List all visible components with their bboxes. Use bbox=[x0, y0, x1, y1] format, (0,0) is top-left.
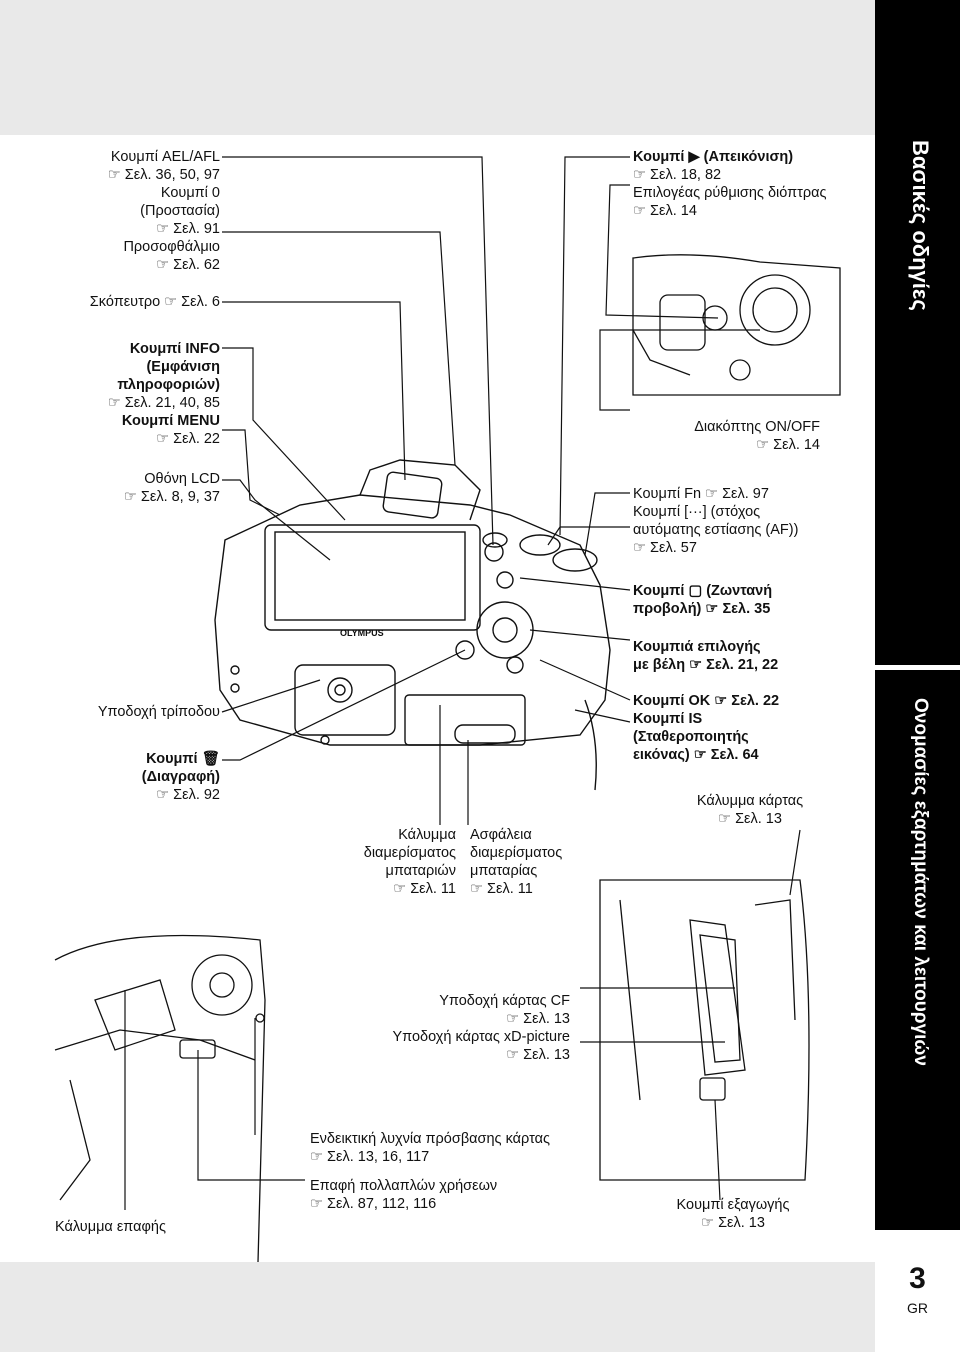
side-tab-basic-label: Βασικές οδηγίες bbox=[908, 140, 933, 311]
label-line: Υποδοχή κάρτας xD-picture bbox=[392, 1029, 570, 1045]
label-eject-button: Κουμπί εξαγωγής ☞ Σελ. 13 bbox=[668, 1196, 798, 1232]
camera-brand-text: OLYMPUS bbox=[340, 628, 384, 638]
label-line: Κάλυμμα bbox=[398, 827, 456, 843]
label-line: Κουμπί MENU bbox=[121, 413, 220, 429]
page-number: 3 bbox=[909, 1262, 926, 1295]
label-line: ☞ Σελ. 21, 40, 85 bbox=[107, 395, 220, 411]
label-line: ☞ Σελ. 11 bbox=[470, 881, 533, 897]
label-card-access-lamp: Ενδεικτική λυχνία πρόσβασης κάρτας ☞ Σελ… bbox=[310, 1130, 550, 1166]
side-tab-names: Ονομασίες εξαρτημάτων και λειτουργιών bbox=[875, 670, 960, 1230]
label-line: ☞ Σελ. 13 bbox=[506, 1011, 570, 1027]
label-line: Κουμπιά επιλογής bbox=[633, 639, 761, 655]
label-line: Κάλυμμα κάρτας bbox=[696, 793, 804, 809]
label-line: πληροφοριών) bbox=[117, 377, 220, 393]
label-line: αυτόματης εστίασης (AF)) bbox=[633, 522, 799, 538]
label-fn-af-group: Κουμπί Fn ☞ Σελ. 97 Κουμπί [···] (στόχος… bbox=[633, 485, 798, 557]
label-line: Υποδοχή τρίποδου bbox=[97, 704, 220, 720]
label-line: Επιλογέας ρύθμισης διόπτρας bbox=[633, 185, 827, 201]
label-line: Οθόνη LCD bbox=[144, 471, 220, 487]
label-line: Κουμπί IS bbox=[633, 711, 703, 727]
label-viewfinder: Σκόπευτρο ☞ Σελ. 6 bbox=[90, 293, 220, 311]
label-multi-connector: Επαφή πολλαπλών χρήσεων ☞ Σελ. 87, 112, … bbox=[310, 1177, 497, 1213]
label-line: (Σταθεροποιητής bbox=[633, 729, 749, 745]
label-line: ☞ Σελ. 87, 112, 116 bbox=[310, 1196, 437, 1212]
label-line: Κουμπί 0 bbox=[160, 185, 220, 201]
label-battery-cover: Κάλυμμα διαμερίσματος μπαταριών ☞ Σελ. 1… bbox=[364, 826, 456, 898]
label-line: προβολή) ☞ Σελ. 35 bbox=[633, 601, 771, 617]
label-line: Διακόπτης ON/OFF bbox=[694, 419, 820, 435]
label-card-cover: Κάλυμμα κάρτας ☞ Σελ. 13 bbox=[690, 792, 810, 828]
label-line: Κουμπί Fn ☞ Σελ. 97 bbox=[633, 486, 769, 502]
label-live-view: Κουμπί ▢ (Ζωντανή προβολή) ☞ Σελ. 35 bbox=[633, 582, 772, 618]
label-line: Κουμπί [···] (στόχος bbox=[633, 504, 761, 520]
label-arrow-pad: Κουμπιά επιλογής με βέλη ☞ Σελ. 21, 22 bbox=[633, 638, 778, 674]
label-line: (Εμφάνιση bbox=[146, 359, 220, 375]
label-ael-afl-group: Κουμπί AEL/AFL ☞ Σελ. 36, 50, 97 Κουμπί … bbox=[108, 148, 220, 274]
label-line: Κουμπί εξαγωγής bbox=[676, 1197, 790, 1213]
label-line: (Προστασία) bbox=[140, 203, 220, 219]
label-line: Κάλυμμα επαφής bbox=[55, 1219, 166, 1235]
label-line: ☞ Σελ. 62 bbox=[156, 257, 220, 273]
label-line: Κουμπί ▶ (Απεικόνιση) bbox=[633, 149, 794, 165]
label-line: ☞ Σελ. 13 bbox=[506, 1047, 570, 1063]
label-line: εικόνας) ☞ Σελ. 64 bbox=[633, 747, 759, 763]
label-line: ☞ Σελ. 13 bbox=[701, 1215, 765, 1231]
label-line: Κουμπί OK ☞ Σελ. 22 bbox=[633, 693, 780, 709]
label-line: Προσοφθάλμιο bbox=[123, 239, 220, 255]
label-line: ☞ Σελ. 14 bbox=[633, 203, 697, 219]
label-line: Κουμπί AEL/AFL bbox=[110, 149, 220, 165]
label-connector-cover: Κάλυμμα επαφής bbox=[55, 1218, 166, 1236]
label-battery-lock: Ασφάλεια διαμερίσματος μπαταρίας ☞ Σελ. … bbox=[470, 826, 562, 898]
label-line: Σκόπευτρο ☞ Σελ. 6 bbox=[89, 294, 220, 310]
label-line: ☞ Σελ. 91 bbox=[156, 221, 220, 237]
label-lcd: Οθόνη LCD ☞ Σελ. 8, 9, 37 bbox=[124, 470, 220, 506]
label-erase-button: Κουμπί 🗑 (Διαγραφή) ☞ Σελ. 92 bbox=[142, 750, 220, 804]
label-line: ☞ Σελ. 11 bbox=[393, 881, 456, 897]
label-line: (Διαγραφή) bbox=[141, 769, 220, 785]
label-line: μπαταρίας bbox=[470, 863, 538, 879]
label-line: ☞ Σελ. 8, 9, 37 bbox=[123, 489, 220, 505]
label-line: ☞ Σελ. 22 bbox=[156, 431, 220, 447]
label-info-menu-group: Κουμπί INFO (Εμφάνιση πληροφοριών) ☞ Σελ… bbox=[108, 340, 220, 448]
label-line: ☞ Σελ. 13, 16, 117 bbox=[310, 1149, 430, 1165]
label-line: ☞ Σελ. 36, 50, 97 bbox=[107, 167, 220, 183]
label-line: ☞ Σελ. 57 bbox=[633, 540, 697, 556]
label-line: ☞ Σελ. 13 bbox=[718, 811, 782, 827]
label-ok-is-group: Κουμπί OK ☞ Σελ. 22 Κουμπί IS (Σταθεροπο… bbox=[633, 692, 779, 764]
label-line: διαμερίσματος bbox=[470, 845, 563, 861]
label-line: Κουμπί INFO bbox=[129, 341, 220, 357]
label-line: Ενδεικτική λυχνία πρόσβασης κάρτας bbox=[310, 1131, 550, 1147]
side-tab-basic: Βασικές οδηγίες bbox=[875, 0, 960, 665]
camera-diagram: OLYMPUS bbox=[54, 156, 841, 1262]
label-line: Κουμπί 🗑 bbox=[146, 751, 220, 767]
label-line: Κουμπί ▢ (Ζωντανή bbox=[633, 583, 773, 599]
top-band bbox=[0, 0, 875, 135]
label-playback-group: Κουμπί ▶ (Απεικόνιση) ☞ Σελ. 18, 82 Επιλ… bbox=[633, 148, 826, 220]
bottom-band bbox=[0, 1262, 875, 1352]
label-line: διαμερίσματος bbox=[363, 845, 456, 861]
label-line: μπαταριών bbox=[385, 863, 456, 879]
label-line: με βέλη ☞ Σελ. 21, 22 bbox=[633, 657, 779, 673]
label-card-slots: Υποδοχή κάρτας CF ☞ Σελ. 13 Υποδοχή κάρτ… bbox=[393, 992, 570, 1064]
label-line: ☞ Σελ. 18, 82 bbox=[633, 167, 722, 183]
label-line: ☞ Σελ. 14 bbox=[756, 437, 820, 453]
label-line: Ασφάλεια bbox=[470, 827, 532, 843]
label-line: ☞ Σελ. 92 bbox=[156, 787, 220, 803]
page-lang: GR bbox=[907, 1300, 928, 1316]
side-tab-names-label: Ονομασίες εξαρτημάτων και λειτουργιών bbox=[910, 698, 931, 1066]
label-power-switch: Διακόπτης ON/OFF ☞ Σελ. 14 bbox=[694, 418, 820, 454]
label-line: Υποδοχή κάρτας CF bbox=[439, 993, 570, 1009]
label-line: Επαφή πολλαπλών χρήσεων bbox=[310, 1178, 498, 1194]
label-tripod-socket: Υποδοχή τρίποδου bbox=[98, 703, 220, 721]
